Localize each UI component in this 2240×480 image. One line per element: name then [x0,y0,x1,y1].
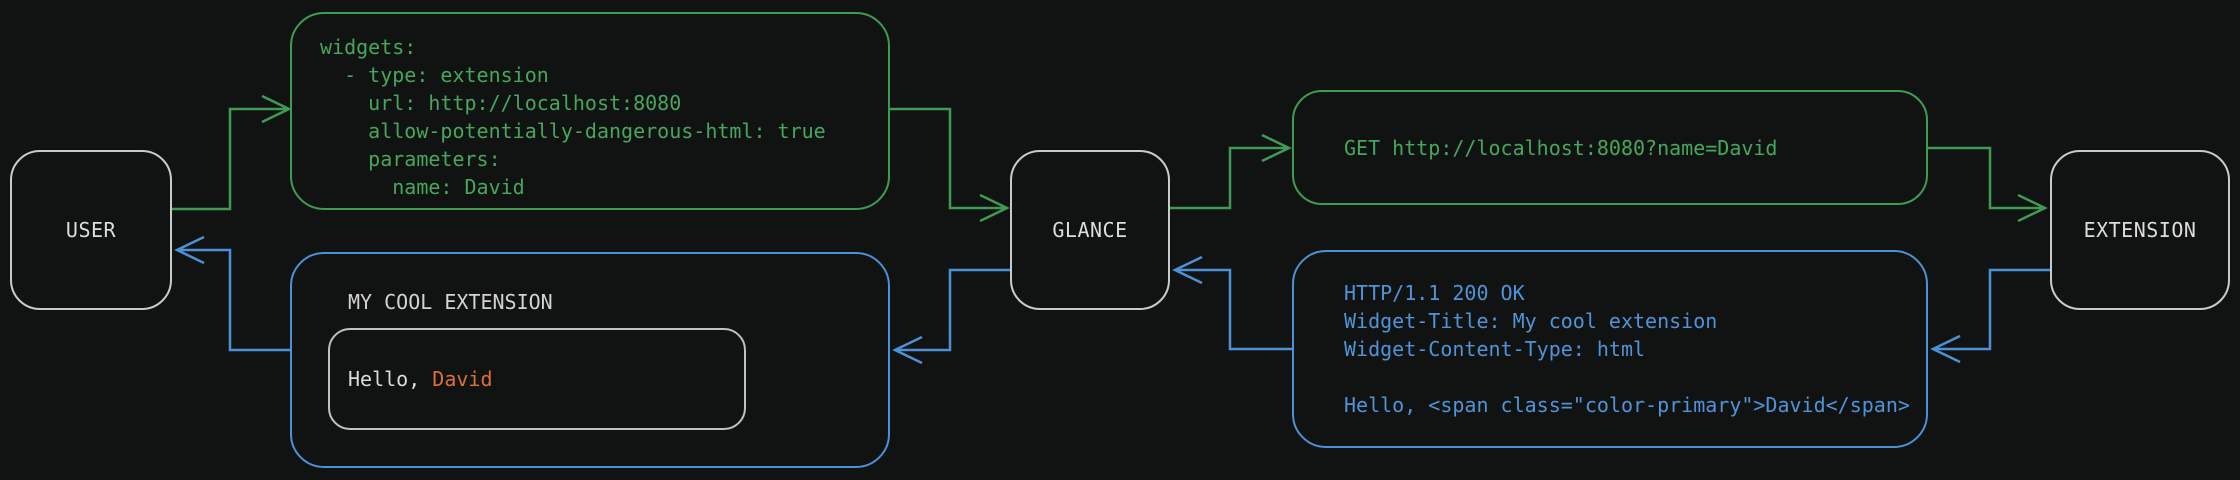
config-line: url: http://localhost:8080 [320,91,682,115]
response-line [1344,363,1926,391]
node-glance-label: GLANCE [1052,218,1128,242]
hello-name-highlight: David [432,367,493,391]
config-line: name: David [320,175,525,199]
arrow-glance-to-widget [892,268,1010,365]
node-user-label: USER [65,218,117,242]
response-line: Widget-Content-Type: html [1344,337,1646,361]
rendered-widget-box: MY COOL EXTENSION Hello, David [290,252,890,468]
node-extension-label: EXTENSION [2083,218,2197,242]
node-user: USER [10,150,172,310]
config-line: allow-potentially-dangerous-html: true [320,119,826,143]
config-line: - type: extension [320,63,549,87]
node-glance: GLANCE [1010,150,1170,310]
widget-title: MY COOL EXTENSION [348,290,553,314]
arrow-user-to-config [172,94,292,211]
request-line: GET http://localhost:8080?name=David [1344,135,1778,160]
http-response-box: HTTP/1.1 200 OK Widget-Title: My cool ex… [1292,250,1928,448]
config-line: widgets: [320,35,417,59]
widget-content-box: Hello, David [328,328,746,430]
response-line: Hello, <span class="color-primary">David… [1344,393,1910,417]
node-extension: EXTENSION [2050,150,2230,310]
arrow-response-to-glance [1172,255,1292,351]
arrow-request-to-extension [1928,146,2048,223]
arrow-widget-to-user [174,235,290,352]
http-request-box: GET http://localhost:8080?name=David [1292,90,1928,205]
arrow-extension-to-response [1930,268,2050,364]
arrow-config-to-glance [890,107,1010,223]
config-yaml-box: widgets: - type: extension url: http://l… [290,12,890,210]
response-line: HTTP/1.1 200 OK [1344,281,1525,305]
response-line: Widget-Title: My cool extension [1344,309,1718,333]
hello-text: Hello, [348,367,433,391]
config-line: parameters: [320,147,501,171]
arrow-glance-to-request [1170,133,1292,210]
